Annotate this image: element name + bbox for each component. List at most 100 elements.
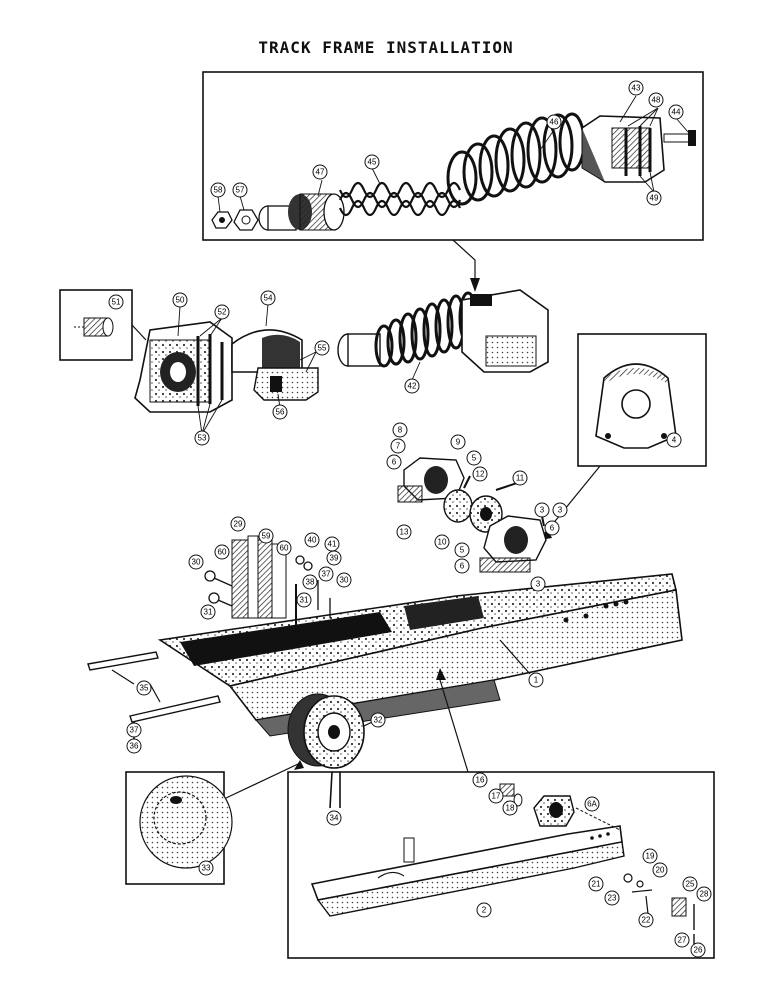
svg-text:44: 44: [672, 108, 681, 117]
svg-text:57: 57: [236, 186, 245, 195]
outer-recoil-spring-46: [446, 112, 586, 206]
callout-13: 13: [396, 524, 412, 540]
callout-56: 56: [272, 404, 288, 420]
spring-retainer-47: [258, 193, 345, 231]
svg-text:27: 27: [678, 936, 687, 945]
callout-6A: 6A: [584, 796, 600, 812]
diagram-title: TRACK FRAME INSTALLATION: [258, 38, 514, 57]
svg-text:3: 3: [536, 580, 541, 589]
callout-25: 25: [682, 876, 698, 892]
svg-text:10: 10: [438, 538, 447, 547]
hardware-19-23: [623, 873, 653, 915]
svg-text:18: 18: [506, 804, 515, 813]
svg-text:17: 17: [492, 792, 501, 801]
svg-text:34: 34: [330, 814, 339, 823]
idler-group: [59, 289, 549, 413]
callout-57: 57: [232, 182, 248, 198]
svg-text:40: 40: [308, 536, 317, 545]
callout-3: 3: [534, 502, 550, 518]
svg-text:7: 7: [396, 442, 401, 451]
nut-58: [211, 211, 233, 229]
callout-39: 39: [326, 550, 342, 566]
svg-text:47: 47: [316, 168, 325, 177]
svg-text:37: 37: [322, 570, 331, 579]
callout-37-b: 37: [126, 722, 142, 738]
svg-text:45: 45: [368, 158, 377, 167]
callout-16: 16: [472, 772, 488, 788]
callout-59: 59: [258, 528, 274, 544]
callout-60-b: 60: [276, 540, 292, 556]
callout-33: 33: [198, 860, 214, 876]
callout-6b: 6: [544, 520, 560, 536]
svg-text:54: 54: [264, 294, 273, 303]
callout-leaders: [177, 95, 689, 435]
svg-text:37: 37: [130, 726, 139, 735]
callouts: 43 48 44 46 49 45 47 58 57 51 50 52 54 5…: [108, 80, 712, 958]
svg-text:36: 36: [130, 742, 139, 751]
callout-21: 21: [588, 876, 604, 892]
callout-51: 51: [108, 294, 124, 310]
callout-6a-main: 6: [454, 558, 470, 574]
svg-text:39: 39: [330, 554, 339, 563]
svg-text:6A: 6A: [587, 800, 597, 809]
roller-32: [287, 693, 373, 809]
callout-3b: 3: [552, 502, 568, 518]
callout-38: 38: [302, 574, 318, 590]
svg-text:51: 51: [112, 298, 121, 307]
callout-45: 45: [364, 154, 380, 170]
callout-28: 28: [696, 886, 712, 902]
callout-43: 43: [628, 80, 644, 96]
callout-55: 55: [314, 340, 330, 356]
bracket-56: [253, 367, 319, 401]
svg-text:6: 6: [392, 458, 397, 467]
svg-text:58: 58: [214, 186, 223, 195]
callout-18: 18: [502, 800, 518, 816]
svg-text:52: 52: [218, 308, 227, 317]
svg-text:9: 9: [456, 438, 461, 447]
svg-text:28: 28: [700, 890, 709, 899]
callout-26: 26: [690, 942, 706, 958]
svg-text:23: 23: [608, 894, 617, 903]
callout-7: 7: [390, 438, 406, 454]
leader-frame: [499, 639, 531, 675]
callout-22: 22: [638, 912, 654, 928]
svg-text:42: 42: [408, 382, 417, 391]
callout-36: 36: [126, 738, 142, 754]
svg-text:38: 38: [306, 578, 315, 587]
svg-text:11: 11: [516, 474, 525, 483]
svg-text:19: 19: [646, 852, 655, 861]
svg-text:41: 41: [328, 540, 337, 549]
svg-text:12: 12: [476, 470, 485, 479]
svg-text:6: 6: [460, 562, 465, 571]
svg-text:35: 35: [140, 684, 149, 693]
callout-31-b: 31: [296, 592, 312, 608]
svg-text:60: 60: [280, 544, 289, 553]
svg-text:3: 3: [558, 506, 563, 515]
svg-text:13: 13: [400, 528, 409, 537]
frame-rail-2: [310, 825, 625, 917]
svg-text:30: 30: [340, 576, 349, 585]
callout-20: 20: [652, 862, 668, 878]
callout-31-a: 31: [200, 604, 216, 620]
svg-text:6: 6: [550, 524, 555, 533]
fitting-25-28: [671, 897, 695, 944]
svg-text:4: 4: [672, 436, 677, 445]
callout-54: 54: [260, 290, 276, 306]
callout-17: 17: [488, 788, 504, 804]
svg-text:2: 2: [482, 906, 487, 915]
callout-49: 49: [646, 190, 662, 206]
svg-text:53: 53: [198, 434, 207, 443]
svg-text:60: 60: [218, 548, 227, 557]
callout-50: 50: [172, 292, 188, 308]
callout-23: 23: [604, 890, 620, 906]
svg-text:30: 30: [192, 558, 201, 567]
svg-text:43: 43: [632, 84, 641, 93]
svg-text:5: 5: [472, 454, 477, 463]
nut-57: [233, 209, 259, 231]
callout-10: 10: [434, 534, 450, 550]
callout-8: 8: [392, 422, 408, 438]
callout-40: 40: [304, 532, 320, 548]
leader-bushing: [131, 324, 147, 341]
recoil-housing-43: [581, 115, 696, 183]
